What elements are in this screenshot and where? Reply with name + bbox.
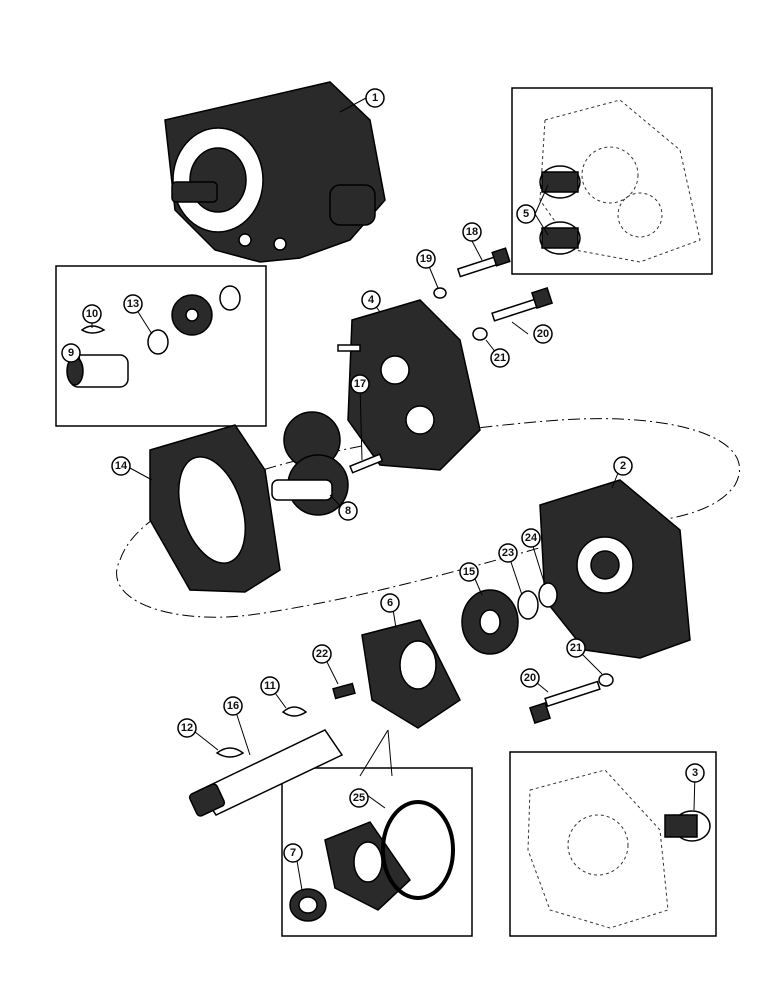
svg-text:20: 20 <box>537 328 549 340</box>
seal-plate <box>361 619 461 729</box>
svg-text:22: 22 <box>316 648 328 660</box>
callout-2: 2 <box>613 456 633 476</box>
callout-22: 22 <box>312 644 332 664</box>
callout-14: 14 <box>111 456 131 476</box>
washer-19 <box>433 287 447 299</box>
callout-12: 12 <box>177 718 197 738</box>
callout-9: 9 <box>61 343 81 363</box>
shim-23 <box>517 590 539 620</box>
bolt-20-upper <box>491 286 554 322</box>
callouts: 1 5 18 19 4 20 21 10 13 9 17 14 8 2 23 2… <box>61 88 705 863</box>
svg-text:6: 6 <box>387 597 393 609</box>
callout-11: 11 <box>260 676 280 696</box>
svg-text:7: 7 <box>290 847 296 859</box>
callout-21-upper: 21 <box>490 348 510 368</box>
assembled-pump <box>164 81 386 263</box>
inset-idler-gear-parts <box>66 285 241 388</box>
svg-text:12: 12 <box>181 722 193 734</box>
svg-text:17: 17 <box>354 378 366 390</box>
bolt-20-lower <box>528 680 601 725</box>
callout-21-lower: 21 <box>566 638 586 658</box>
svg-text:9: 9 <box>68 347 74 359</box>
callout-20-upper: 20 <box>533 324 553 344</box>
inset-housing-with-bearings <box>539 99 701 263</box>
svg-text:3: 3 <box>692 767 698 779</box>
dowel-pin-17 <box>349 453 384 474</box>
end-cover <box>539 479 691 659</box>
svg-text:16: 16 <box>227 700 239 712</box>
svg-text:21: 21 <box>570 642 582 654</box>
svg-text:14: 14 <box>115 460 128 472</box>
svg-text:2: 2 <box>620 460 626 472</box>
svg-text:4: 4 <box>368 294 375 306</box>
callout-16: 16 <box>223 696 243 716</box>
svg-text:21: 21 <box>494 352 506 364</box>
callout-25: 25 <box>349 788 369 808</box>
svg-text:10: 10 <box>86 308 98 320</box>
svg-text:24: 24 <box>525 532 538 544</box>
gear-plate <box>337 299 481 471</box>
svg-text:5: 5 <box>523 208 529 220</box>
washer-21-upper <box>472 327 488 341</box>
callout-24: 24 <box>521 528 541 548</box>
drive-gear-assembly <box>271 411 349 516</box>
callout-17: 17 <box>350 374 370 394</box>
callout-20-lower: 20 <box>520 668 540 688</box>
callout-5: 5 <box>516 204 536 224</box>
shim-24 <box>538 582 558 608</box>
callout-18: 18 <box>462 222 482 242</box>
callout-19: 19 <box>416 249 436 269</box>
callout-1: 1 <box>365 88 385 108</box>
screw-22 <box>332 682 356 700</box>
svg-text:13: 13 <box>127 298 139 310</box>
callout-10: 10 <box>82 304 102 324</box>
callout-15: 15 <box>459 562 479 582</box>
callout-4: 4 <box>361 290 381 310</box>
key-12 <box>215 747 245 758</box>
callout-23: 23 <box>498 543 518 563</box>
svg-text:20: 20 <box>524 672 536 684</box>
callout-3: 3 <box>685 763 705 783</box>
callout-8: 8 <box>338 501 358 521</box>
washer-21-lower <box>598 673 614 687</box>
grouping-loop <box>116 418 741 618</box>
key-11 <box>281 706 308 717</box>
callout-7: 7 <box>283 843 303 863</box>
bolt-18 <box>456 247 511 278</box>
svg-text:11: 11 <box>264 680 276 692</box>
inset-cover-with-bearing <box>527 769 711 929</box>
drive-shaft <box>188 729 344 817</box>
inset-frame-bottom-right <box>509 751 717 937</box>
svg-text:1: 1 <box>372 92 378 104</box>
svg-text:25: 25 <box>353 792 365 804</box>
svg-text:18: 18 <box>466 226 478 238</box>
svg-text:8: 8 <box>345 505 351 517</box>
callout-13: 13 <box>123 294 143 314</box>
svg-text:23: 23 <box>502 547 514 559</box>
svg-text:19: 19 <box>420 253 432 265</box>
inset-seal-plate-parts <box>289 800 455 922</box>
ball-bearing <box>461 589 519 655</box>
svg-text:15: 15 <box>463 566 475 578</box>
gear-housing <box>149 424 281 593</box>
callout-6: 6 <box>380 593 400 613</box>
